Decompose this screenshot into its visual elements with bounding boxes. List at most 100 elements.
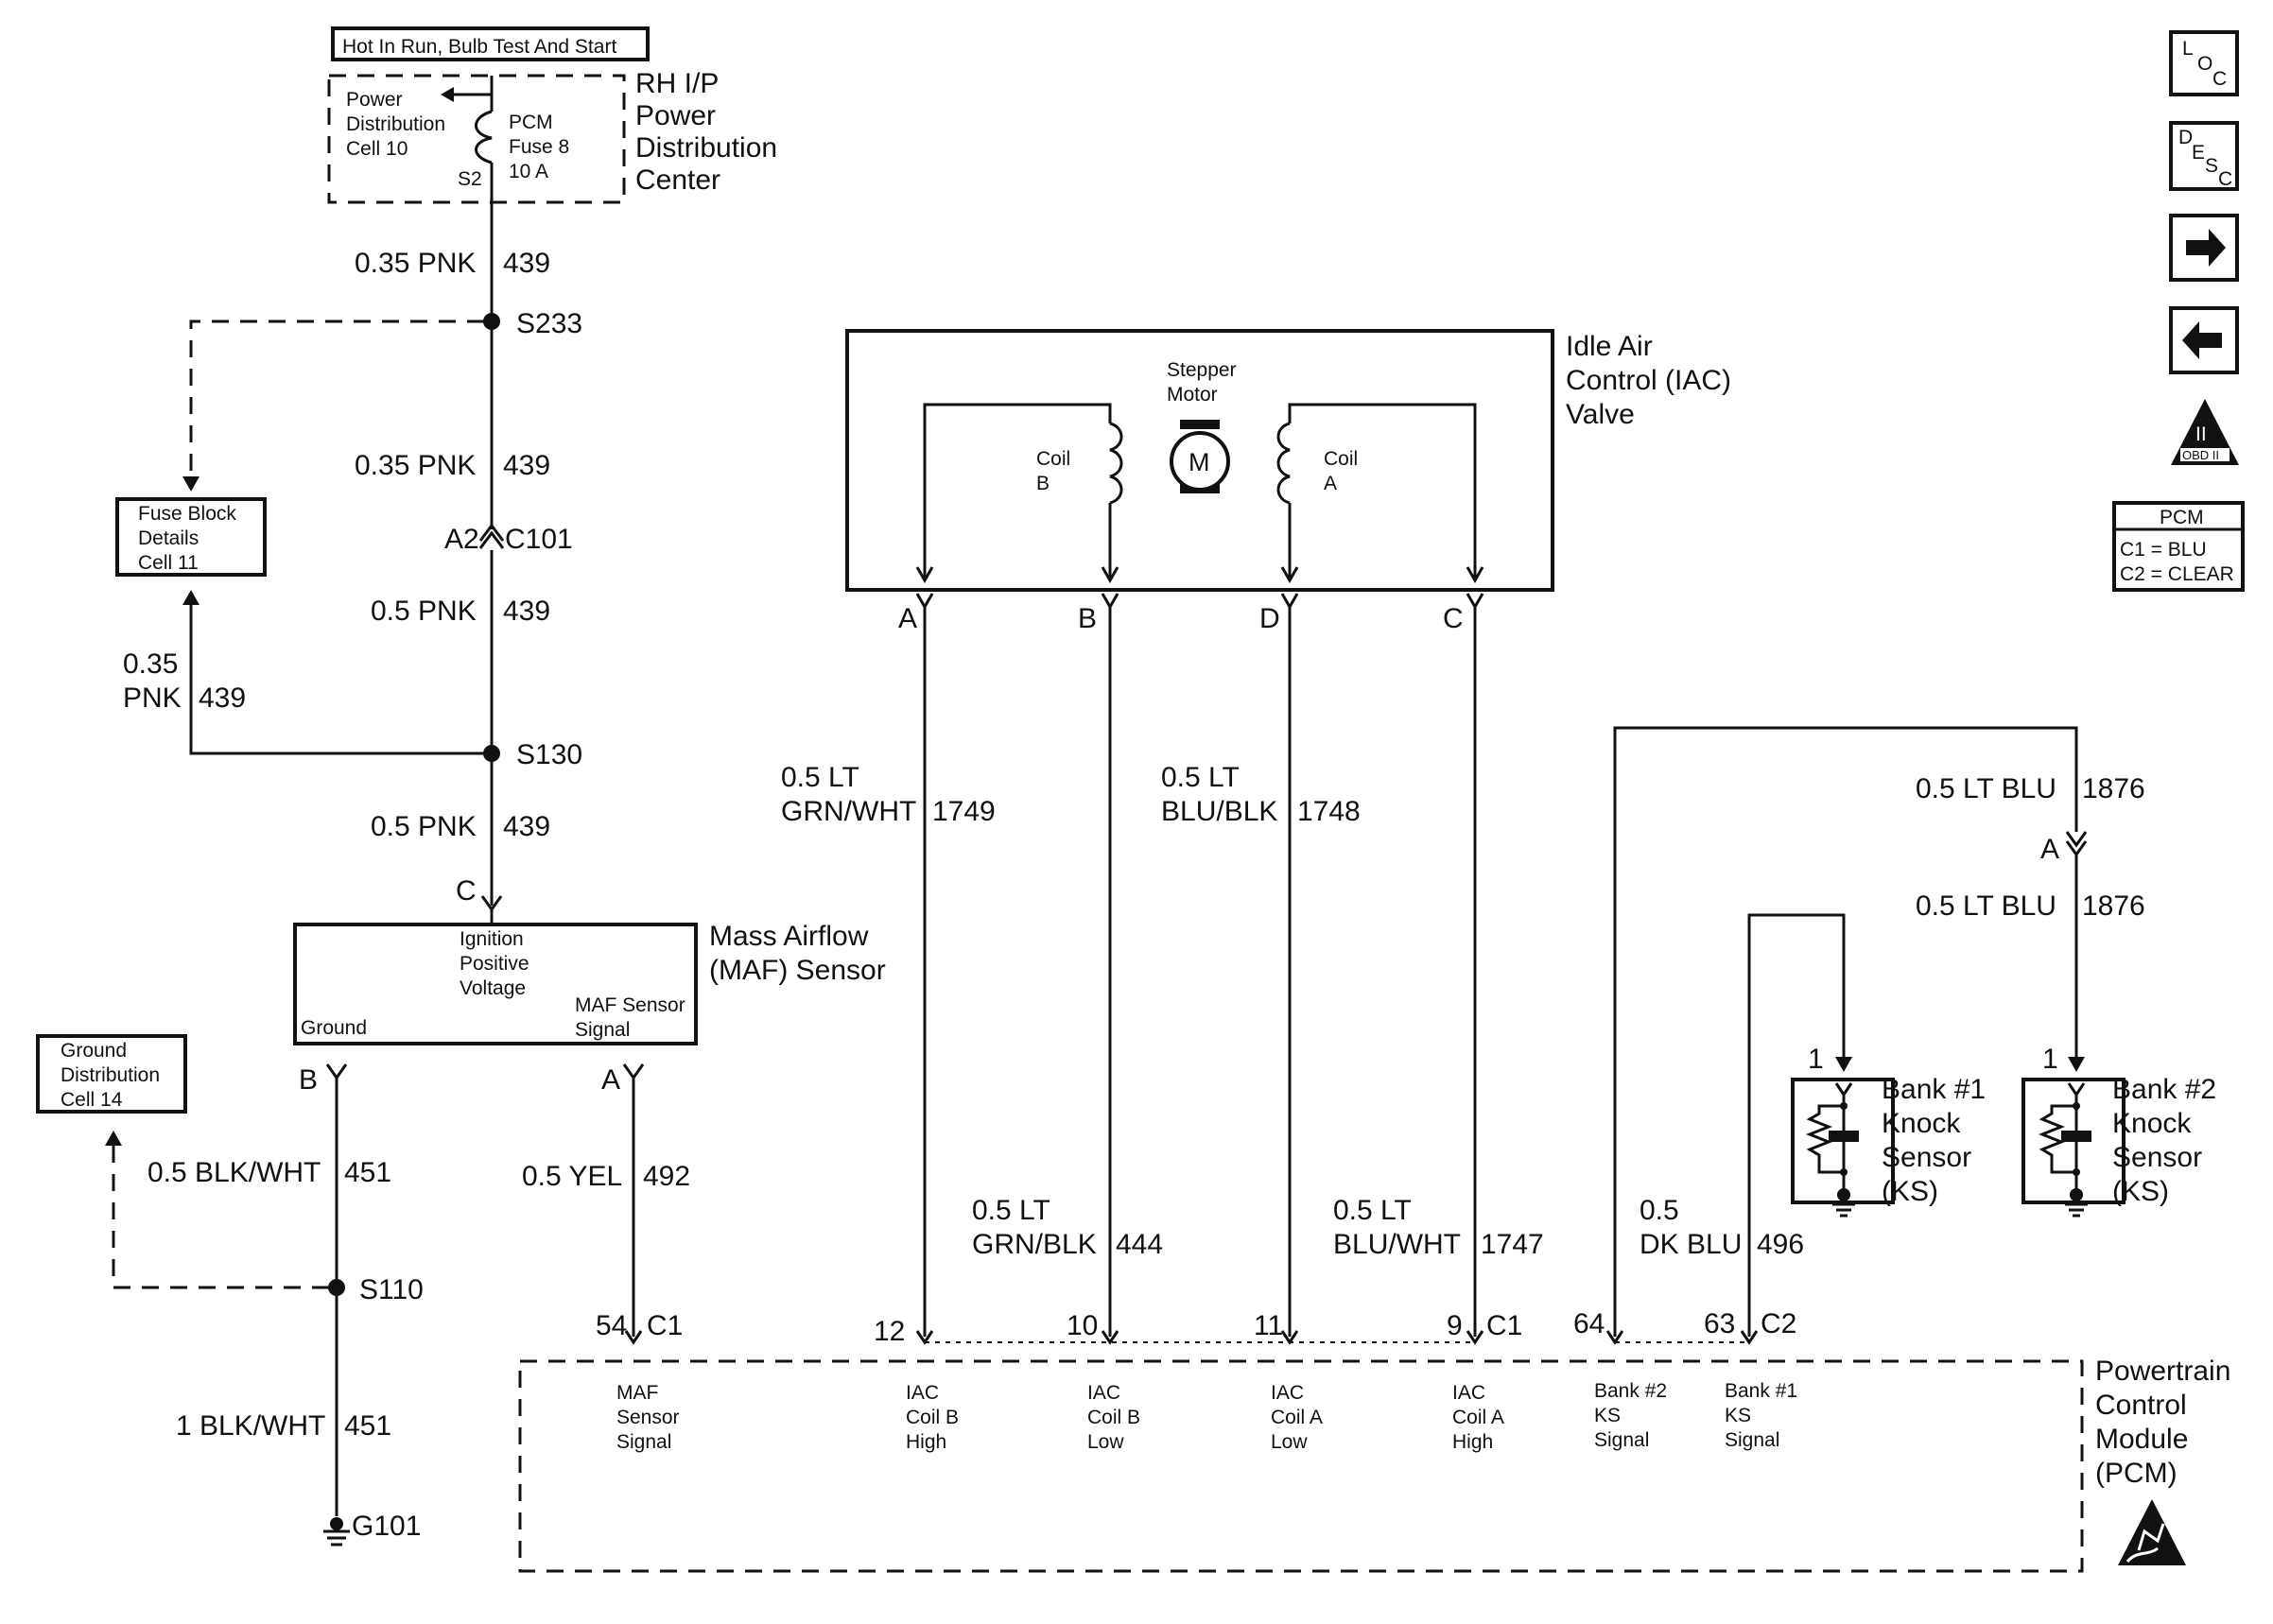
- wire-439-seg4-number: 439: [503, 811, 550, 842]
- legend-c1: C1 = BLU: [2120, 539, 2207, 561]
- wire-1749-color: GRN/WHT: [781, 796, 916, 827]
- wire-1749-number: 1749: [932, 796, 996, 827]
- iac-pin-d-label: D: [1259, 603, 1280, 634]
- pcm-ks2-line2: KS: [1594, 1405, 1621, 1426]
- wire-1748-gauge: 0.5 LT: [1161, 762, 1240, 793]
- pcm-title-line3: Module: [2095, 1424, 2188, 1455]
- previous-page-button[interactable]: [2169, 306, 2239, 374]
- s130-branch-wire: [189, 605, 484, 755]
- fuse-block-line2: Details: [138, 527, 199, 549]
- wire-492-number: 492: [643, 1161, 690, 1192]
- pdc-pointer-arrow-icon: [441, 87, 454, 102]
- stepper-motor-icon: [1170, 420, 1230, 493]
- ground-g101-label: G101: [352, 1511, 421, 1542]
- coil-a-line1: Coil: [1324, 448, 1358, 470]
- next-arrow-icon: [2186, 229, 2226, 267]
- wire-444-number: 444: [1116, 1229, 1163, 1260]
- connector-c101-label: C101: [505, 524, 573, 555]
- fuse-block-details[interactable]: Fuse Block Details Cell 11: [115, 497, 267, 577]
- wire-439-seg1-number: 439: [503, 248, 550, 279]
- pdc-title-line2: Power: [635, 100, 716, 131]
- main-power-wire: 0.35 PNK 439 S233 0.35 PNK 439 A2 C101 0…: [123, 202, 582, 923]
- connector-c101-icon: [478, 530, 505, 549]
- ks1-title-line1: Bank #1: [1882, 1074, 1986, 1105]
- s130-branch-arrow-icon: [182, 590, 200, 605]
- esd-warning-icon: [2118, 1499, 2186, 1565]
- obd-ii-button[interactable]: II OBD II: [2171, 399, 2239, 465]
- desc-button[interactable]: D E S C: [2169, 121, 2239, 191]
- coil-a-icon: [1276, 422, 1291, 505]
- pcm-pin-63: 63: [1704, 1308, 1735, 1339]
- ks1-arrow-icon: [1835, 1057, 1852, 1072]
- ks2-pin-label: 1: [2042, 1044, 2058, 1075]
- maf-sensor: Ignition Positive Voltage Ground MAF Sen…: [293, 921, 886, 1096]
- splice-s110: [328, 1279, 345, 1296]
- wire-439-seg2-number: 439: [503, 450, 550, 481]
- pcm-fuse-line3: 10 A: [509, 161, 548, 182]
- iac-pin-a-connector-icon: [915, 593, 934, 611]
- pcm-coil-a-low-line3: Low: [1271, 1431, 1308, 1453]
- iac-pin-c-connector-icon: [1466, 593, 1484, 611]
- pcm-ks1-line1: Bank #1: [1725, 1380, 1797, 1402]
- wire-496: [1747, 913, 1846, 1337]
- fuse-block-box[interactable]: [115, 497, 267, 577]
- pcm-maf-line2: Sensor: [616, 1407, 680, 1428]
- pcm-coil-a-high-line3: High: [1452, 1431, 1493, 1453]
- pcm-maf-line1: MAF: [616, 1382, 658, 1404]
- wire-1747-number: 1747: [1481, 1229, 1544, 1260]
- legend-title: PCM: [2160, 507, 2204, 528]
- obd-ii-numeral: II: [2195, 423, 2207, 445]
- ground-distribution[interactable]: Ground Distribution Cell 14: [36, 1034, 187, 1114]
- ks2-sensor-icon: [2038, 1082, 2091, 1218]
- wire-444-color: GRN/BLK: [972, 1229, 1097, 1260]
- hot-in-run-banner-box: [331, 26, 650, 61]
- pcm-coil-a-high-line2: Coil A: [1452, 1407, 1504, 1428]
- branch-wire-gauge: 0.35: [123, 648, 178, 680]
- loc-button[interactable]: L O C: [2169, 30, 2239, 96]
- pcm-maf-line3: Signal: [616, 1431, 671, 1453]
- coil-a-line2: A: [1324, 473, 1337, 494]
- fuse-block-arrow-icon: [182, 476, 200, 492]
- pcm-module: 54 C1 12 10 11 9 C1 64 63 C2 MAF Sensor …: [518, 1308, 2230, 1573]
- desc-letter-d: D: [2178, 127, 2193, 148]
- iac-pin-a-arrow-icon: [915, 566, 934, 584]
- pcm-ks1-line2: KS: [1725, 1405, 1751, 1426]
- iac-title-line2: Control (IAC): [1566, 365, 1731, 396]
- obd-ii-text: OBD II: [2182, 448, 2219, 462]
- power-source: Hot In Run, Bulb Test And Start Power Di…: [327, 26, 777, 204]
- s233-dashed-branch: [189, 320, 484, 480]
- ks2-title-line3: Sensor: [2112, 1142, 2202, 1173]
- pcm-coil-b-high-line2: Coil B: [906, 1407, 959, 1428]
- branch-wire-color: PNK: [123, 682, 182, 714]
- wire-439-seg2-label: 0.35 PNK: [355, 450, 476, 481]
- maf-pin-b-connector-icon: [325, 1063, 348, 1080]
- knock-sensor-circuit: 0.5 LT BLU 1876 A 0.5 LT BLU 1876 0.5 DK…: [1613, 726, 2216, 1337]
- pcm-ks2-line1: Bank #2: [1594, 1380, 1667, 1402]
- pdc-title-line1: RH I/P: [635, 68, 719, 99]
- maf-ground-label: Ground: [301, 1017, 367, 1039]
- connector-a-label: A: [2040, 834, 2059, 865]
- ks2-title-line1: Bank #2: [2112, 1074, 2216, 1105]
- wire-496-gauge: 0.5: [1640, 1195, 1679, 1226]
- pcm-fuse-line2: Fuse 8: [509, 136, 569, 158]
- maf-signal-line1: MAF Sensor: [575, 994, 685, 1016]
- pdc-title-line3: Distribution: [635, 132, 777, 164]
- wire-496-color: DK BLU: [1640, 1229, 1742, 1260]
- desc-letter-e: E: [2192, 142, 2205, 164]
- iac-pin-b-label: B: [1078, 603, 1097, 634]
- splice-s110-label: S110: [359, 1274, 424, 1305]
- loc-letter-o: O: [2197, 53, 2212, 75]
- pcm-c2-label: C2: [1761, 1308, 1796, 1339]
- desc-letter-c: C: [2218, 168, 2232, 190]
- fuse-block-line1: Fuse Block: [138, 503, 236, 525]
- pcm-box: [518, 1359, 2084, 1573]
- wire-439-seg1-label: 0.35 PNK: [355, 248, 476, 279]
- ks1-title-line4: (KS): [1882, 1176, 1938, 1207]
- wire-1876-top-number: 1876: [2082, 773, 2145, 804]
- next-page-button[interactable]: [2169, 214, 2239, 282]
- wire-451-seg2-number: 451: [344, 1410, 391, 1442]
- iac-pin-a-label: A: [898, 603, 917, 634]
- ks2-title-line4: (KS): [2112, 1176, 2169, 1207]
- pcm-coil-a-low-line2: Coil A: [1271, 1407, 1323, 1428]
- ground-dist-box[interactable]: [36, 1034, 187, 1114]
